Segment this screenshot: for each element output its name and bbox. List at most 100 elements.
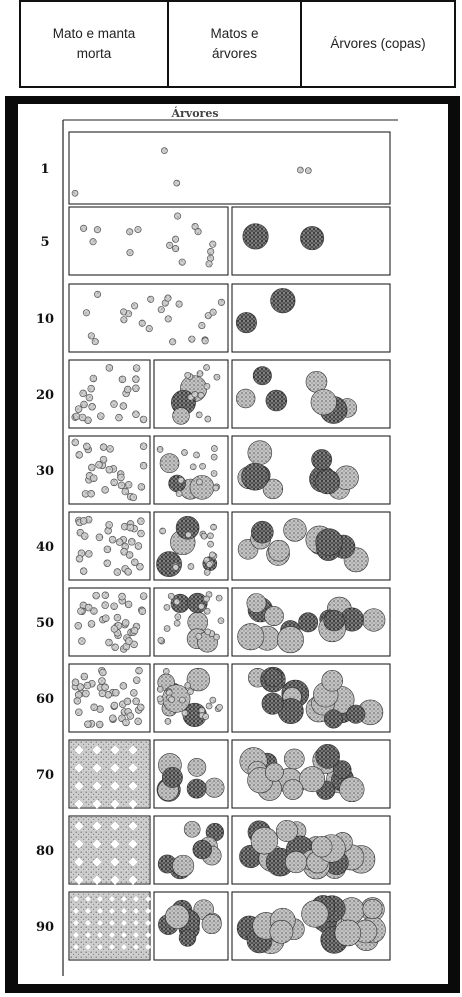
shrub-dot xyxy=(86,394,93,401)
tree-crown xyxy=(251,827,278,854)
tree-crown xyxy=(264,669,282,687)
tree-crown xyxy=(236,389,255,408)
shrub-dot xyxy=(172,245,178,251)
shrub-dot xyxy=(213,485,219,491)
shrub-dot xyxy=(96,461,103,468)
shrub-dot xyxy=(137,518,144,525)
shrub-dot xyxy=(132,385,139,392)
shrub-dot xyxy=(80,390,87,397)
shrub-dot xyxy=(209,552,215,558)
shrub-dot xyxy=(88,333,94,339)
shrub-dot xyxy=(130,494,137,501)
tree-crown xyxy=(285,851,307,873)
shrub-dot xyxy=(200,463,206,469)
shrub-dot xyxy=(202,338,208,344)
shrub-dot xyxy=(96,534,103,541)
shrub-dot xyxy=(77,608,84,615)
shrub-dot xyxy=(128,538,135,545)
shrub-dot xyxy=(181,450,187,456)
shrub-dot xyxy=(118,482,125,489)
shrub-dot xyxy=(178,477,184,483)
row-label: 20 xyxy=(36,388,54,403)
tree-crown xyxy=(300,226,323,249)
shrub-dot xyxy=(165,295,171,301)
shrub-dot xyxy=(114,614,121,621)
tree-crown xyxy=(340,777,365,802)
row-label: 5 xyxy=(40,235,49,250)
shrub-dot xyxy=(133,365,140,372)
shrub-dot xyxy=(111,625,118,632)
tree-crown xyxy=(173,408,190,425)
shrub-dot xyxy=(182,710,188,716)
shrub-dot xyxy=(88,464,95,471)
shrub-dot xyxy=(106,466,113,473)
shrub-dot xyxy=(123,719,130,726)
shrub-dot xyxy=(199,322,205,328)
tree-crown xyxy=(253,367,271,385)
shrub-dot xyxy=(192,391,198,397)
shrub-dot xyxy=(81,673,88,680)
shrub-dot xyxy=(107,445,114,452)
shrub-dot xyxy=(99,669,106,676)
shrub-dot xyxy=(83,690,90,697)
tree-crown xyxy=(160,454,179,473)
panel-single xyxy=(69,132,390,204)
shrub-dot xyxy=(204,383,210,389)
shrub-dot xyxy=(195,228,201,234)
legend-label-mato-manta: Mato e manta morta xyxy=(53,24,136,63)
tree-crown xyxy=(312,449,332,469)
shrub-dot xyxy=(72,679,79,686)
shrub-dot xyxy=(131,303,137,309)
row-label: 40 xyxy=(36,540,54,555)
row-label: 10 xyxy=(36,312,54,327)
shrub-dot xyxy=(111,479,118,486)
shrub-dot xyxy=(121,317,127,323)
row-10: 10 xyxy=(36,284,390,352)
shrub-dot xyxy=(102,602,109,609)
tree-crown xyxy=(266,390,287,411)
shrub-dot xyxy=(124,698,131,705)
shrub-dot xyxy=(175,614,181,620)
shrub-dot xyxy=(198,603,204,609)
tree-crown xyxy=(184,821,200,837)
tree-crown xyxy=(262,693,283,714)
shrub-dot xyxy=(205,416,211,422)
shrub-dot xyxy=(157,446,163,452)
shrub-dot xyxy=(218,618,224,624)
shrub-dot xyxy=(164,626,170,632)
shrub-dot xyxy=(140,443,147,450)
tree-crown xyxy=(271,288,296,313)
tree-crown xyxy=(248,441,272,465)
shrub-dot xyxy=(176,491,182,497)
shrub-dot xyxy=(198,392,204,398)
shrub-dot xyxy=(217,704,223,710)
legend-cell-mato-manta: Mato e manta morta xyxy=(21,2,167,86)
shrub-dot xyxy=(164,604,170,610)
shrub-dot xyxy=(112,644,119,651)
row-30: 30 xyxy=(36,436,390,504)
shrub-dot xyxy=(80,568,87,575)
shrub-dot xyxy=(169,339,175,345)
shrub-dot xyxy=(90,239,96,245)
shrub-dot xyxy=(204,569,210,575)
tree-crown xyxy=(242,463,269,490)
row-label: 60 xyxy=(36,692,54,707)
shrub-dot xyxy=(102,592,109,599)
shrub-dot xyxy=(106,364,113,371)
shrub-dot xyxy=(127,524,134,531)
shrub-dot xyxy=(106,639,113,646)
shrub-dot xyxy=(76,451,83,458)
shrub-dot xyxy=(203,714,209,720)
tree-crown xyxy=(277,626,303,652)
shrub-dot xyxy=(96,721,103,728)
shrub-dot xyxy=(174,599,180,605)
shrub-dot xyxy=(196,633,202,639)
tree-crown xyxy=(202,914,221,933)
shrub-dot xyxy=(174,213,180,219)
tree-crown xyxy=(276,820,297,841)
tree-crown xyxy=(187,779,206,798)
row-20: 20 xyxy=(36,360,390,428)
tree-crown xyxy=(324,710,342,728)
tree-crown xyxy=(190,475,214,499)
